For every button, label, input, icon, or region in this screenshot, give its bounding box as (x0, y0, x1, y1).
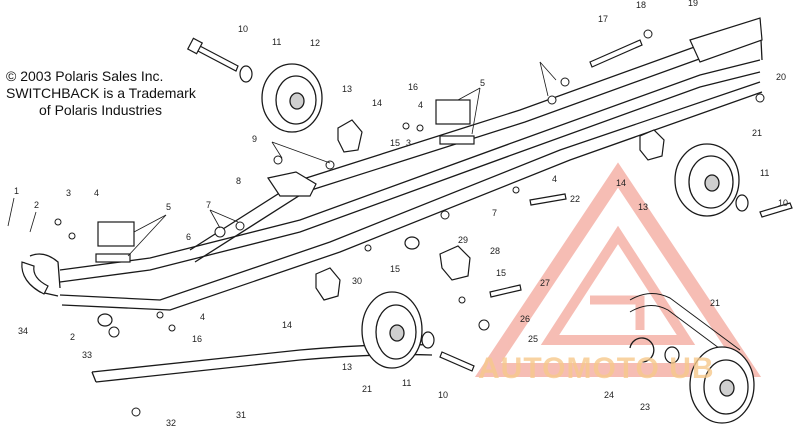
callout-5: 5 (480, 78, 485, 88)
callout-21: 21 (362, 384, 372, 394)
callout-15: 15 (390, 138, 400, 148)
rail-outline-right (629, 293, 741, 361)
front-shoe (21, 261, 49, 295)
callout-10: 10 (778, 198, 788, 208)
callout-4: 4 (418, 100, 423, 110)
idler-wheel-21-rear (689, 346, 755, 424)
callout-5: 5 (166, 202, 171, 212)
callout-6: 6 (186, 232, 191, 242)
callout-29: 29 (458, 235, 468, 245)
callout-15: 15 (496, 268, 506, 278)
callout-21: 21 (752, 128, 762, 138)
callout-13: 13 (342, 362, 352, 372)
slide-rails (59, 19, 763, 311)
callout-3: 3 (66, 188, 71, 198)
callout-16: 16 (408, 82, 418, 92)
callout-7: 7 (206, 200, 211, 210)
callout-2: 2 (70, 332, 75, 342)
callout-31: 31 (236, 410, 246, 420)
rail-end-cap (689, 17, 763, 63)
idler-wheel-12 (261, 63, 323, 133)
washers (97, 65, 749, 364)
callout-24: 24 (604, 390, 614, 400)
nuts (54, 29, 765, 417)
copyright-line: © 2003 Polaris Sales Inc. (6, 68, 164, 84)
clip-rings (629, 337, 655, 363)
callout-7: 7 (492, 208, 497, 218)
copyright-note: © 2003 Polaris Sales Inc. SWITCHBACK is … (6, 68, 196, 119)
callout-1: 1 (14, 186, 19, 196)
callout-14: 14 (616, 178, 626, 188)
callout-11: 11 (272, 37, 281, 47)
callout-19: 19 (688, 0, 698, 8)
callout-15: 15 (390, 264, 400, 274)
callout-4: 4 (552, 174, 557, 184)
callout-4: 4 (94, 188, 99, 198)
callout-25: 25 (528, 334, 538, 344)
callout-33: 33 (82, 350, 92, 360)
leader-lines (7, 61, 557, 257)
bushings (315, 119, 665, 301)
callout-14: 14 (372, 98, 382, 108)
callout-21: 21 (710, 298, 720, 308)
callout-30: 30 (352, 276, 362, 286)
callout-13: 13 (638, 202, 648, 212)
callout-12: 12 (310, 38, 320, 48)
callout-32: 32 (166, 418, 176, 428)
callout-11: 11 (402, 378, 411, 388)
callout-10: 10 (438, 390, 448, 400)
axle-bolts (186, 37, 793, 372)
idler-wheel-21-right (674, 143, 740, 217)
callout-11: 11 (760, 168, 769, 178)
callout-4: 4 (200, 312, 205, 322)
mount-bracket (267, 171, 317, 197)
callout-13: 13 (342, 84, 352, 94)
watermark-logo (474, 162, 762, 377)
trademark-line-2: of Polaris Industries (39, 102, 162, 118)
callout-2: 2 (34, 200, 39, 210)
callout-34: 34 (18, 326, 28, 336)
callout-3: 3 (406, 138, 411, 148)
callout-numbers: 10 11 12 13 14 16 4 3 17 18 19 20 9 15 2… (14, 0, 788, 428)
callout-20: 20 (776, 72, 786, 82)
callout-14: 14 (282, 320, 292, 330)
callout-9: 9 (252, 134, 257, 144)
callout-10: 10 (238, 24, 248, 34)
watermark-text: AUTOMOTO UB (478, 352, 715, 385)
callout-18: 18 (636, 0, 646, 10)
callout-22: 22 (570, 194, 580, 204)
trademark-line-1: SWITCHBACK is a Trademark (6, 85, 196, 101)
callout-23: 23 (640, 402, 650, 412)
callout-16: 16 (192, 334, 202, 344)
callout-17: 17 (598, 14, 608, 24)
slider-blocks (95, 99, 475, 263)
callout-28: 28 (490, 246, 500, 256)
idler-wheel-21-lower (361, 291, 423, 369)
callout-26: 26 (520, 314, 530, 324)
callout-8: 8 (236, 176, 241, 186)
callout-27: 27 (540, 278, 550, 288)
